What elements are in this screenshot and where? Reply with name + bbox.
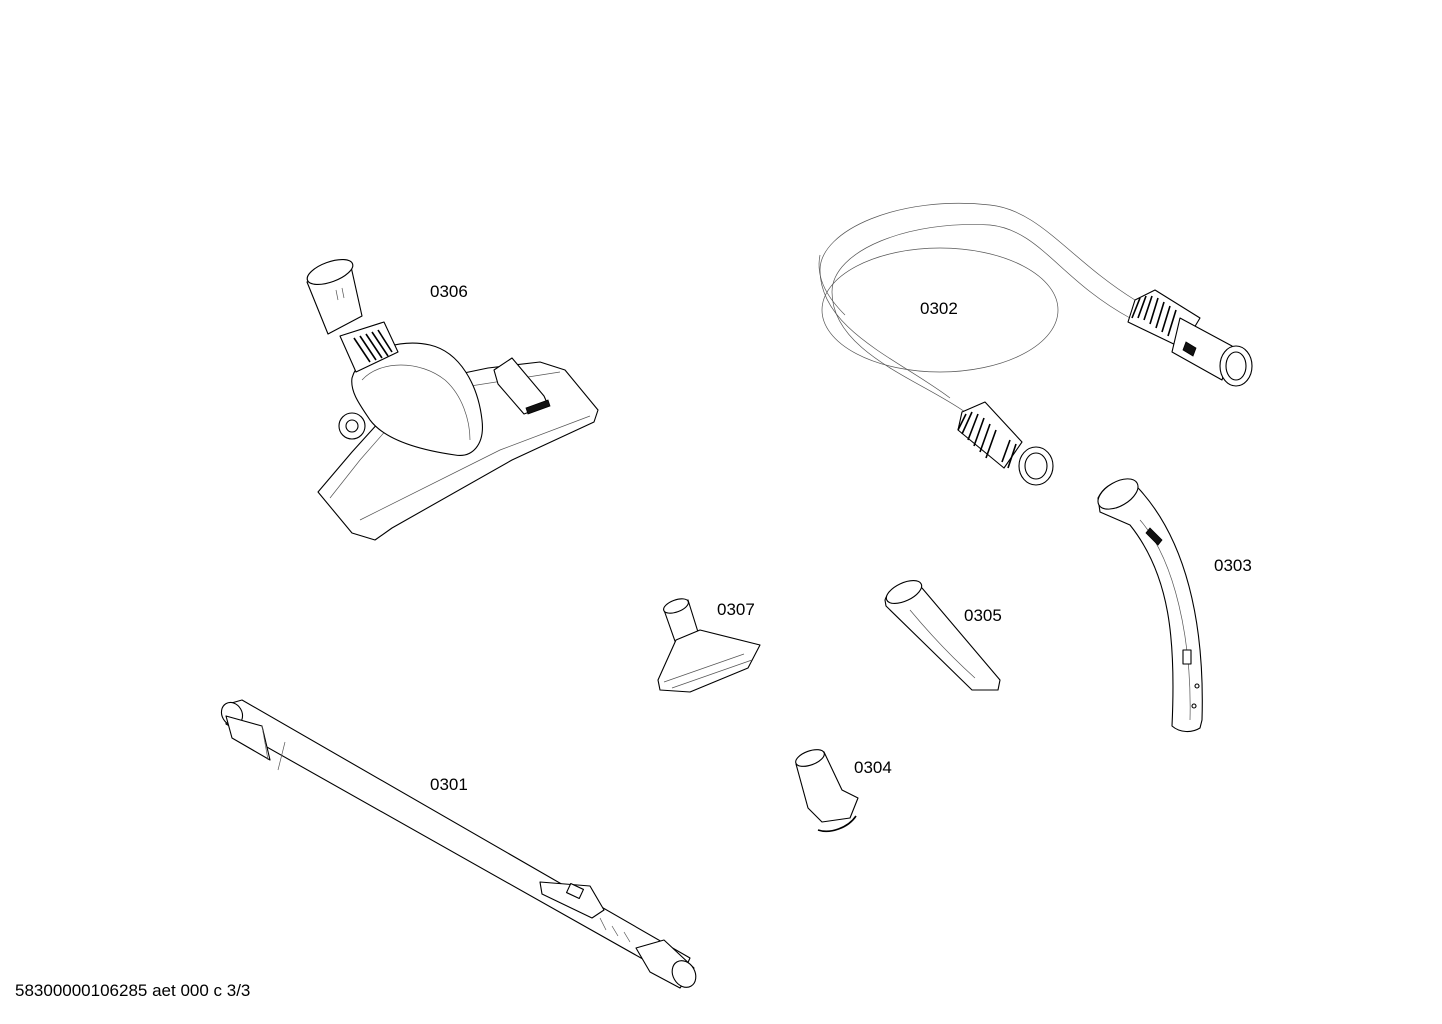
- part-label-0305: 0305: [964, 606, 1002, 625]
- handle-drawing: [1097, 478, 1203, 733]
- part-label-0303: 0303: [1214, 556, 1252, 575]
- part-label-0302: 0302: [920, 299, 958, 318]
- floor-nozzle-drawing: [306, 258, 599, 541]
- hose-drawing: [818, 202, 1253, 486]
- upholstery-nozzle-drawing: [657, 598, 761, 693]
- small-nozzle-drawing: [795, 749, 859, 832]
- part-label-0301: 0301: [430, 775, 468, 794]
- part-label-0307: 0307: [717, 600, 755, 619]
- document-reference: 58300000106285 aet 000 c 3/3: [15, 981, 251, 1000]
- telescopic-tube-drawing: [220, 699, 697, 989]
- part-label-0304: 0304: [854, 758, 892, 777]
- crevice-nozzle-drawing: [884, 580, 1001, 691]
- part-label-0306: 0306: [430, 282, 468, 301]
